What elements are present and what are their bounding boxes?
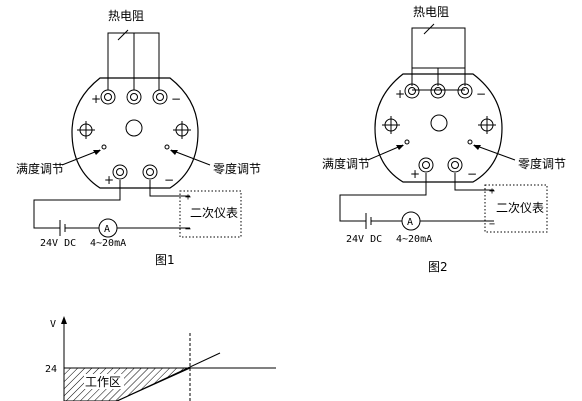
- minus-sign: −: [467, 167, 477, 181]
- plus-sign: +: [395, 87, 405, 101]
- mounting-hole: [382, 116, 496, 134]
- axis-arrow-head: [61, 316, 67, 324]
- rtd-label: 热电阻: [413, 5, 449, 19]
- transmitter-housing: [71, 77, 199, 189]
- minus-sign: −: [489, 219, 495, 230]
- loop-wiring: [339, 173, 494, 229]
- zero-pot: [467, 139, 473, 145]
- leader-arrow: [170, 149, 211, 166]
- figure-caption: 图2: [428, 260, 448, 274]
- leader-arrow: [473, 144, 516, 161]
- plus-sign: +: [185, 192, 191, 203]
- region-label-bg: [84, 374, 124, 389]
- plus-sign: +: [104, 173, 114, 187]
- terminal: [418, 157, 463, 173]
- current-range-label: 4~20mA: [90, 238, 126, 249]
- minus-sign: −: [164, 173, 174, 187]
- full-scale-label: 满度调节: [322, 156, 370, 171]
- rtd-label: 热电阻: [108, 9, 144, 23]
- ammeter-symbol: [98, 218, 118, 238]
- minus-sign: −: [185, 224, 191, 235]
- working-region-label: 工作区: [85, 375, 121, 389]
- plus-sign: +: [410, 167, 420, 181]
- ammeter-symbol: [401, 211, 421, 231]
- plus-sign: +: [489, 186, 495, 197]
- transmitter-housing: [374, 73, 503, 183]
- arrow-head: [170, 150, 178, 155]
- figure-2: 热电阻 + − 满度调节 零度调节: [322, 5, 566, 274]
- secondary-instrument-label: 二次仪表: [190, 206, 238, 220]
- secondary-instrument-box: [179, 190, 242, 238]
- load-line: [116, 352, 221, 401]
- leader-arrow: [61, 149, 101, 166]
- full-scale-pot: [404, 139, 410, 145]
- leader-arrow: [367, 144, 404, 161]
- ammeter-label: A: [104, 224, 110, 235]
- minus-sign: −: [476, 87, 486, 101]
- center-hole: [125, 119, 143, 137]
- supply-label: 24V DC: [346, 234, 382, 245]
- loop-wiring: [33, 180, 190, 236]
- minus-sign: −: [171, 92, 181, 106]
- rtd-symbol: [411, 23, 466, 91]
- zero-label: 零度调节: [213, 161, 261, 176]
- full-scale-pot: [101, 144, 107, 150]
- figure-caption: 图1: [155, 253, 175, 267]
- plus-sign: +: [91, 92, 101, 106]
- terminal: [112, 164, 158, 180]
- secondary-instrument-label: 二次仪表: [496, 201, 544, 215]
- arrow-head: [473, 145, 481, 150]
- figure-1: 热电阻 + − 满度调节 零度调节: [16, 9, 261, 267]
- arrow-head: [93, 150, 101, 155]
- supply-label: 24V DC: [40, 238, 76, 249]
- terminal: [100, 89, 168, 105]
- secondary-instrument-box: [484, 184, 548, 233]
- y-tick-label: 24: [45, 364, 57, 375]
- mounting-hole: [77, 121, 191, 139]
- current-range-label: 4~20mA: [396, 234, 432, 245]
- zero-label: 零度调节: [518, 156, 566, 171]
- terminal: [404, 83, 473, 99]
- ammeter-label: A: [407, 217, 413, 228]
- full-scale-label: 满度调节: [16, 161, 64, 176]
- y-axis-label: V: [50, 319, 56, 330]
- rtd-symbol: [107, 29, 160, 90]
- working-region-graph: V 24 工作区: [45, 316, 276, 401]
- arrow-head: [396, 145, 404, 150]
- center-hole: [430, 114, 448, 132]
- zero-pot: [164, 144, 170, 150]
